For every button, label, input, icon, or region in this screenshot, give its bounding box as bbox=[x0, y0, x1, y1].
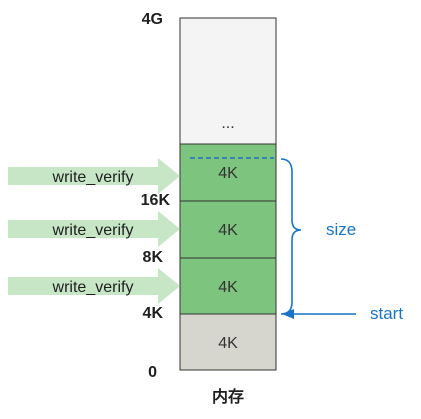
page-label: 4K bbox=[218, 222, 238, 239]
top-cell-ellipsis: ... bbox=[221, 115, 234, 132]
write-verify-arrow: write_verify bbox=[8, 268, 180, 304]
memory-page-cell bbox=[179, 257, 277, 315]
size-label: size bbox=[326, 220, 356, 239]
write-verify-label: write_verify bbox=[52, 222, 134, 239]
memory-low-cell bbox=[179, 313, 277, 371]
memory-page-cell bbox=[179, 200, 277, 259]
write-verify-arrow: write_verify bbox=[8, 158, 180, 194]
address-label-16k: 16K bbox=[141, 192, 171, 209]
write-verify-label: write_verify bbox=[52, 169, 134, 186]
page-label: 4K bbox=[218, 165, 238, 182]
address-label-4g: 4G bbox=[142, 11, 163, 28]
address-label-4k: 4K bbox=[143, 305, 164, 322]
block-arrow-shape bbox=[8, 268, 180, 304]
page-label: 4K bbox=[218, 279, 238, 296]
memory-page-cell bbox=[179, 143, 277, 202]
start-label: start bbox=[370, 304, 403, 323]
block-arrow-shape bbox=[8, 158, 180, 194]
page-label: 4K bbox=[218, 335, 238, 352]
write-verify-label: write_verify bbox=[52, 279, 134, 296]
write-verify-arrow: write_verify bbox=[8, 211, 180, 247]
block-arrow-shape bbox=[8, 211, 180, 247]
size-brace bbox=[280, 158, 302, 315]
memory-title: 内存 bbox=[212, 387, 244, 406]
address-label-0: 0 bbox=[148, 364, 157, 381]
start-arrow-head bbox=[282, 309, 294, 319]
memory-top-cell bbox=[179, 17, 277, 145]
address-label-8k: 8K bbox=[143, 249, 164, 266]
